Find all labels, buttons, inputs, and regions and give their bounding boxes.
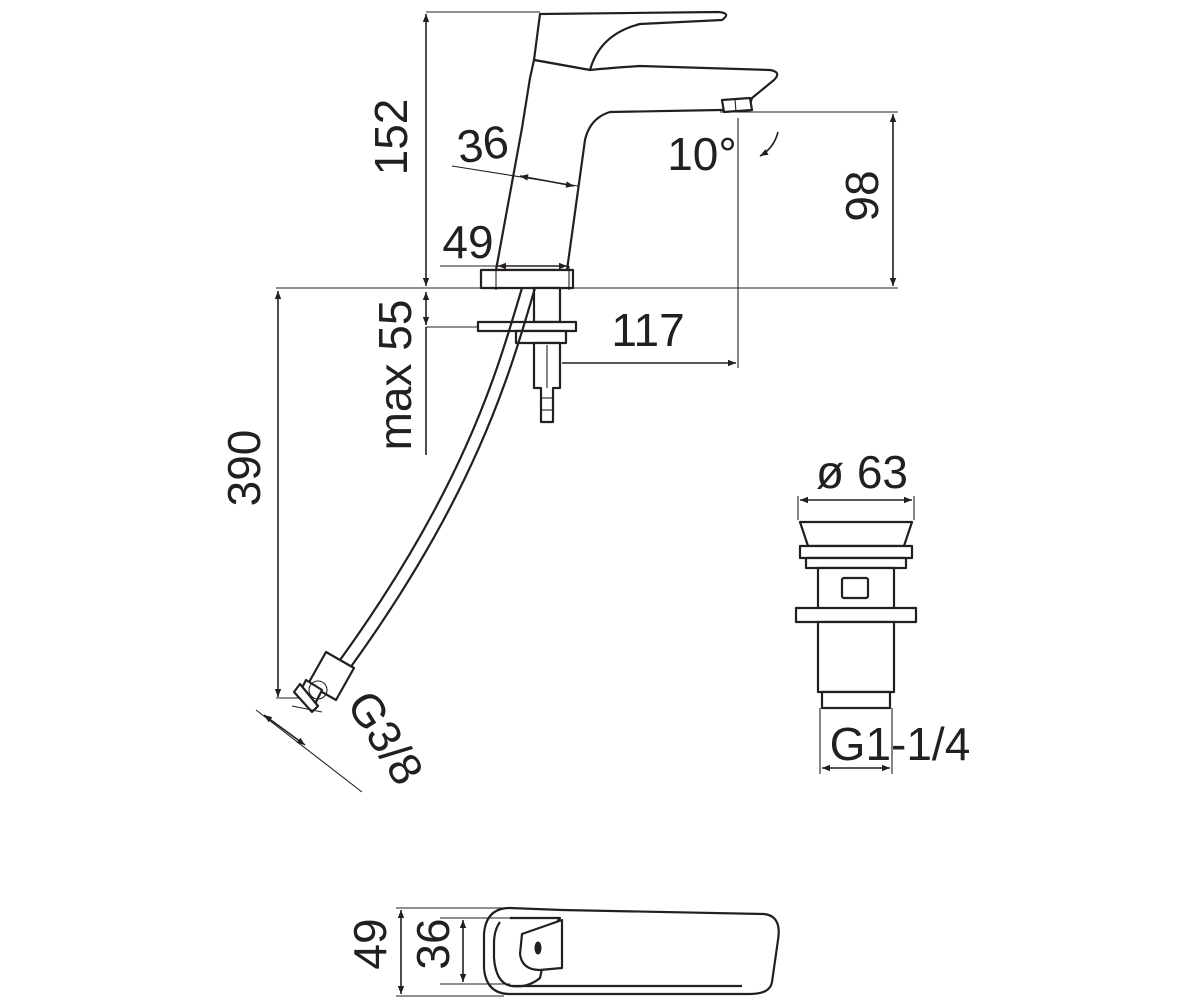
dimension-waste-thread: G1-1/4 (819, 708, 971, 774)
waste-cap (798, 520, 914, 548)
dimension-spout-angle-label: 10° (667, 128, 737, 180)
faucet-body (494, 58, 779, 272)
faucet-side-view (292, 10, 779, 714)
waste-tail (820, 690, 892, 710)
dimension-hose-thread-label: G3/8 (337, 681, 434, 793)
dimension-spout-height: 98 (836, 114, 897, 286)
aerator (720, 96, 754, 114)
base-flange (479, 268, 575, 290)
dimension-hose-length: 390 (218, 291, 300, 699)
dimension-spout-height-label: 98 (836, 170, 888, 221)
dimension-spout-reach: 117 (562, 304, 736, 367)
dimension-base-width-label: 49 (442, 216, 493, 268)
fixing-nut (514, 329, 568, 345)
waste-flange (798, 544, 914, 560)
waste-thread-body (816, 620, 896, 694)
dimension-top-view-handle: 36 (407, 917, 510, 985)
dimension-total-height-label: 152 (365, 99, 417, 176)
dimension-max-deck: max 55 (369, 292, 430, 455)
fixing-washer (476, 320, 578, 333)
waste-slot (840, 576, 870, 600)
waste-assembly (794, 520, 918, 710)
dimension-total-height: 152 (365, 14, 430, 286)
dimension-waste-thread-label: G1-1/4 (830, 718, 971, 770)
waste-collar (804, 556, 908, 570)
dimension-spout-angle: 10° (667, 128, 779, 180)
faucet-lever (532, 10, 728, 72)
flexible-hose (339, 287, 524, 661)
dimension-waste-diameter-label: ø 63 (816, 446, 908, 498)
dimension-hose-length-label: 390 (218, 430, 270, 507)
dimension-waste-diameter: ø 63 (797, 446, 915, 520)
dimension-top-view-handle-label: 36 (407, 918, 459, 969)
waste-lock-ring (794, 606, 918, 624)
dimension-body-width-label: 36 (454, 115, 512, 174)
faucet-top-view (482, 906, 780, 996)
dimension-spout-reach-label: 117 (611, 304, 684, 356)
dimension-max-deck-label: max 55 (369, 300, 421, 451)
dimension-body-width: 36 (451, 115, 579, 188)
fixing-shank (532, 286, 562, 324)
dimension-base-width: 49 (440, 216, 569, 270)
reference-lines (276, 11, 898, 368)
dimension-top-view-depth-label: 49 (344, 918, 396, 969)
dimension-top-view-depth: 49 (344, 907, 504, 997)
